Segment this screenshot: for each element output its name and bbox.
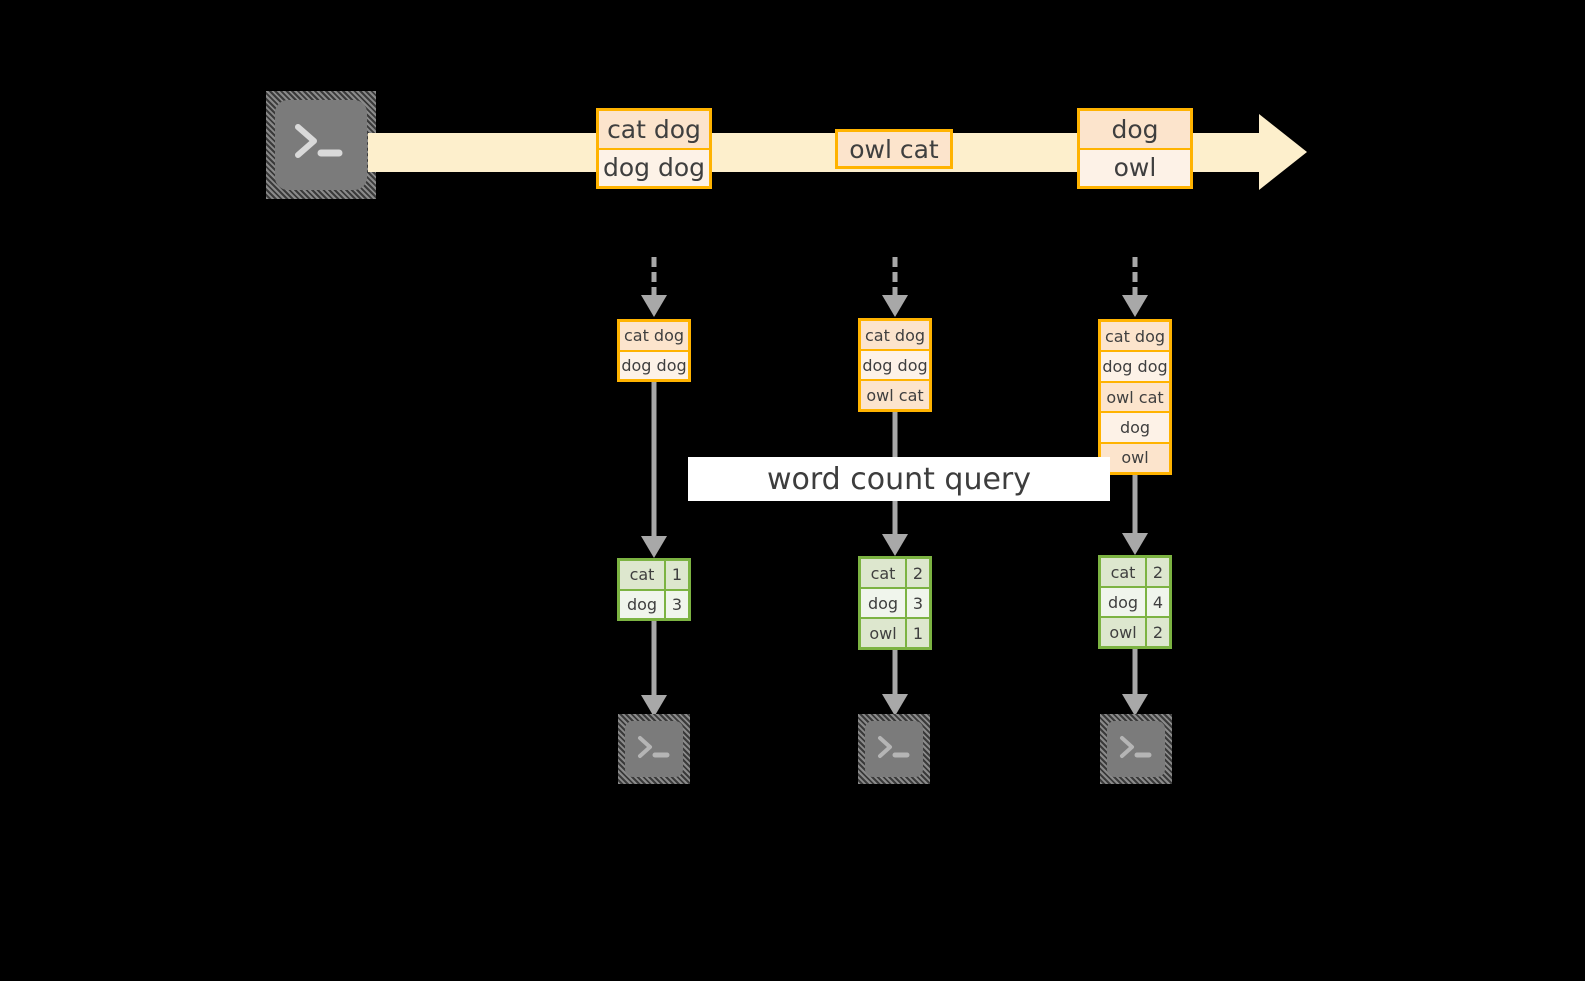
result-count: 1 (905, 619, 929, 647)
snapshot-input-row: dog dog (620, 349, 688, 379)
snapshot-result-1: cat 1 dog 3 (617, 558, 691, 621)
result-word: owl (861, 619, 905, 647)
snapshot-input-row: cat dog (861, 321, 929, 349)
result-word: cat (1101, 558, 1145, 586)
result-word: owl (1101, 618, 1145, 646)
terminal-icon-sink-2 (858, 714, 930, 784)
result-row: dog 3 (861, 587, 929, 617)
stream-message-line: owl (1080, 147, 1190, 186)
terminal-icon-sink-3 (1100, 714, 1172, 784)
snapshot-input-row: cat dog (620, 322, 688, 350)
snapshot-input-row: owl (1101, 441, 1169, 473)
result-row: dog 3 (620, 588, 688, 618)
result-row: cat 2 (861, 559, 929, 587)
snapshot-tap-arrow-1 (641, 257, 667, 317)
result-row: owl 1 (861, 617, 929, 647)
result-row: dog 4 (1101, 586, 1169, 616)
result-word: dog (620, 590, 664, 618)
terminal-prompt-icon (638, 736, 670, 758)
result-count: 3 (905, 589, 929, 617)
snapshot-input-row: dog (1101, 411, 1169, 442)
terminal-icon-body (865, 721, 923, 777)
sink-arrow-1 (641, 621, 667, 717)
terminal-icon-source (266, 91, 376, 199)
snapshot-input-row: owl cat (1101, 380, 1169, 412)
stream-timeline-arrowhead (1259, 114, 1307, 190)
sink-arrow-3 (1122, 649, 1148, 716)
stream-message-3: dog owl (1077, 108, 1193, 189)
result-word: cat (620, 561, 664, 589)
stream-message-line: dog (1080, 111, 1190, 148)
stream-message-line: cat dog (599, 111, 709, 148)
result-count: 3 (664, 590, 688, 618)
terminal-prompt-icon (878, 736, 910, 758)
stream-message-2: owl cat (835, 129, 953, 169)
result-count: 4 (1145, 588, 1169, 616)
terminal-icon-body (1107, 721, 1165, 777)
stream-message-line: dog dog (599, 147, 709, 186)
result-word: cat (861, 559, 905, 587)
result-row: cat 2 (1101, 558, 1169, 586)
result-count: 1 (664, 561, 688, 589)
query-arrow-3 (1122, 475, 1148, 555)
snapshot-input-row: dog dog (1101, 350, 1169, 381)
snapshot-input-1: cat dog dog dog (617, 319, 691, 382)
stream-message-line: owl cat (838, 132, 950, 166)
snapshot-result-3: cat 2 dog 4 owl 2 (1098, 555, 1172, 649)
terminal-icon-body (625, 721, 683, 777)
query-label: word count query (688, 457, 1110, 501)
result-count: 2 (1145, 618, 1169, 646)
terminal-prompt-icon (295, 124, 343, 158)
terminal-icon-sink-1 (618, 714, 690, 784)
snapshot-input-row: dog dog (861, 349, 929, 379)
snapshot-input-3: cat dog dog dog owl cat dog owl (1098, 319, 1172, 475)
snapshot-input-row: cat dog (1101, 322, 1169, 351)
terminal-prompt-icon (1120, 736, 1152, 758)
snapshot-input-2: cat dog dog dog owl cat (858, 318, 932, 412)
snapshot-result-2: cat 2 dog 3 owl 1 (858, 556, 932, 650)
result-word: dog (861, 589, 905, 617)
result-row: owl 2 (1101, 616, 1169, 646)
result-count: 2 (905, 559, 929, 587)
query-arrow-1 (641, 382, 667, 558)
snapshot-input-row: owl cat (861, 379, 929, 409)
sink-arrow-2 (882, 650, 908, 716)
result-row: cat 1 (620, 561, 688, 589)
result-word: dog (1101, 588, 1145, 616)
terminal-icon-body (275, 100, 367, 190)
result-count: 2 (1145, 558, 1169, 586)
stream-message-1: cat dog dog dog (596, 108, 712, 189)
snapshot-tap-arrow-2 (882, 257, 908, 317)
snapshot-tap-arrow-3 (1122, 257, 1148, 317)
